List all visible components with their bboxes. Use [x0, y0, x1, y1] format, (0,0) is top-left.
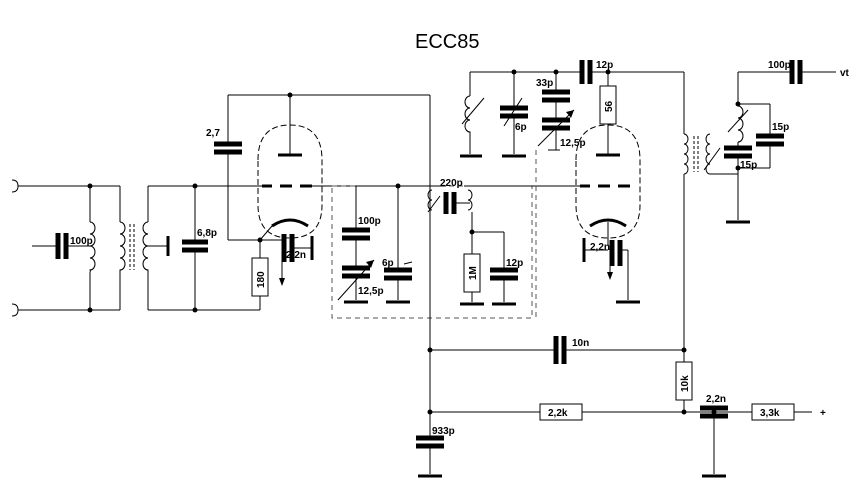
c-15p-b-label: 15p — [740, 160, 757, 171]
diagram-title: ECC85 — [415, 31, 479, 53]
r-cathode1-label: 180 — [256, 271, 267, 288]
r-10k-label: 10k — [680, 375, 691, 392]
c-tank1-label: 6,8p — [197, 228, 217, 239]
r-3k3-label: 3,3k — [760, 408, 780, 419]
mixer-network: 100p 12,5p 6p 220p 1M — [331, 178, 580, 319]
plus-label: + — [820, 408, 826, 419]
c-933p-label: 933p — [432, 426, 455, 437]
c-33p-label: 33p — [536, 78, 553, 89]
c-15p-a-label: 15p — [772, 122, 789, 133]
cathode-network-2: 2,2n — [582, 238, 640, 304]
r-56-label: 56 — [604, 100, 615, 112]
plate-coupling-2: 12p 56 — [574, 60, 685, 155]
r-1m-label: 1M — [468, 266, 479, 280]
tube-1 — [257, 95, 430, 241]
c-100p-mid-label: 100p — [358, 216, 381, 227]
c-220p-label: 220p — [440, 178, 463, 189]
input-terminal-top — [11, 179, 19, 193]
tank-capacitor-6p8: 6,8p — [182, 183, 217, 313]
cathode-network-1: 180 2,2n — [251, 234, 314, 310]
supply-rail: 10n 10k 933p 2,2k 2,2n 3,3k + — [416, 95, 826, 478]
antenna-input: 100p — [11, 179, 260, 317]
c-trim2-label: 12,5p — [560, 138, 586, 149]
c-12p-top-label: 12p — [596, 60, 613, 71]
c-12p-mid-label: 12p — [506, 258, 523, 269]
c-6p-top-label: 6p — [515, 122, 527, 133]
c-6p-mid-label: 6p — [382, 258, 394, 269]
c-ant-label: 100p — [70, 236, 93, 247]
output-label: vt — [840, 68, 850, 79]
r-2k2-label: 2,2k — [548, 408, 568, 419]
c-10n-label: 10n — [572, 338, 589, 349]
c-trim1-label: 12,5p — [358, 286, 384, 297]
input-terminal-bottom — [11, 303, 19, 317]
c-100p-out-label: 100p — [768, 60, 791, 71]
c-cathode1-label: 2,2n — [286, 250, 306, 261]
c-2n2-supply-label: 2,2n — [706, 394, 726, 405]
input-coil — [89, 221, 96, 273]
c-cathode2-label: 2,2n — [590, 242, 610, 253]
oscillator-tank: 6p 33p 12,5p — [460, 69, 586, 318]
c-grid-label: 2,7 — [206, 128, 220, 139]
grid-capacitor-2p7: 2,7 — [206, 92, 430, 243]
output-transformer: 15p 15p 100p vt — [683, 60, 850, 350]
tube-2 — [575, 124, 641, 246]
